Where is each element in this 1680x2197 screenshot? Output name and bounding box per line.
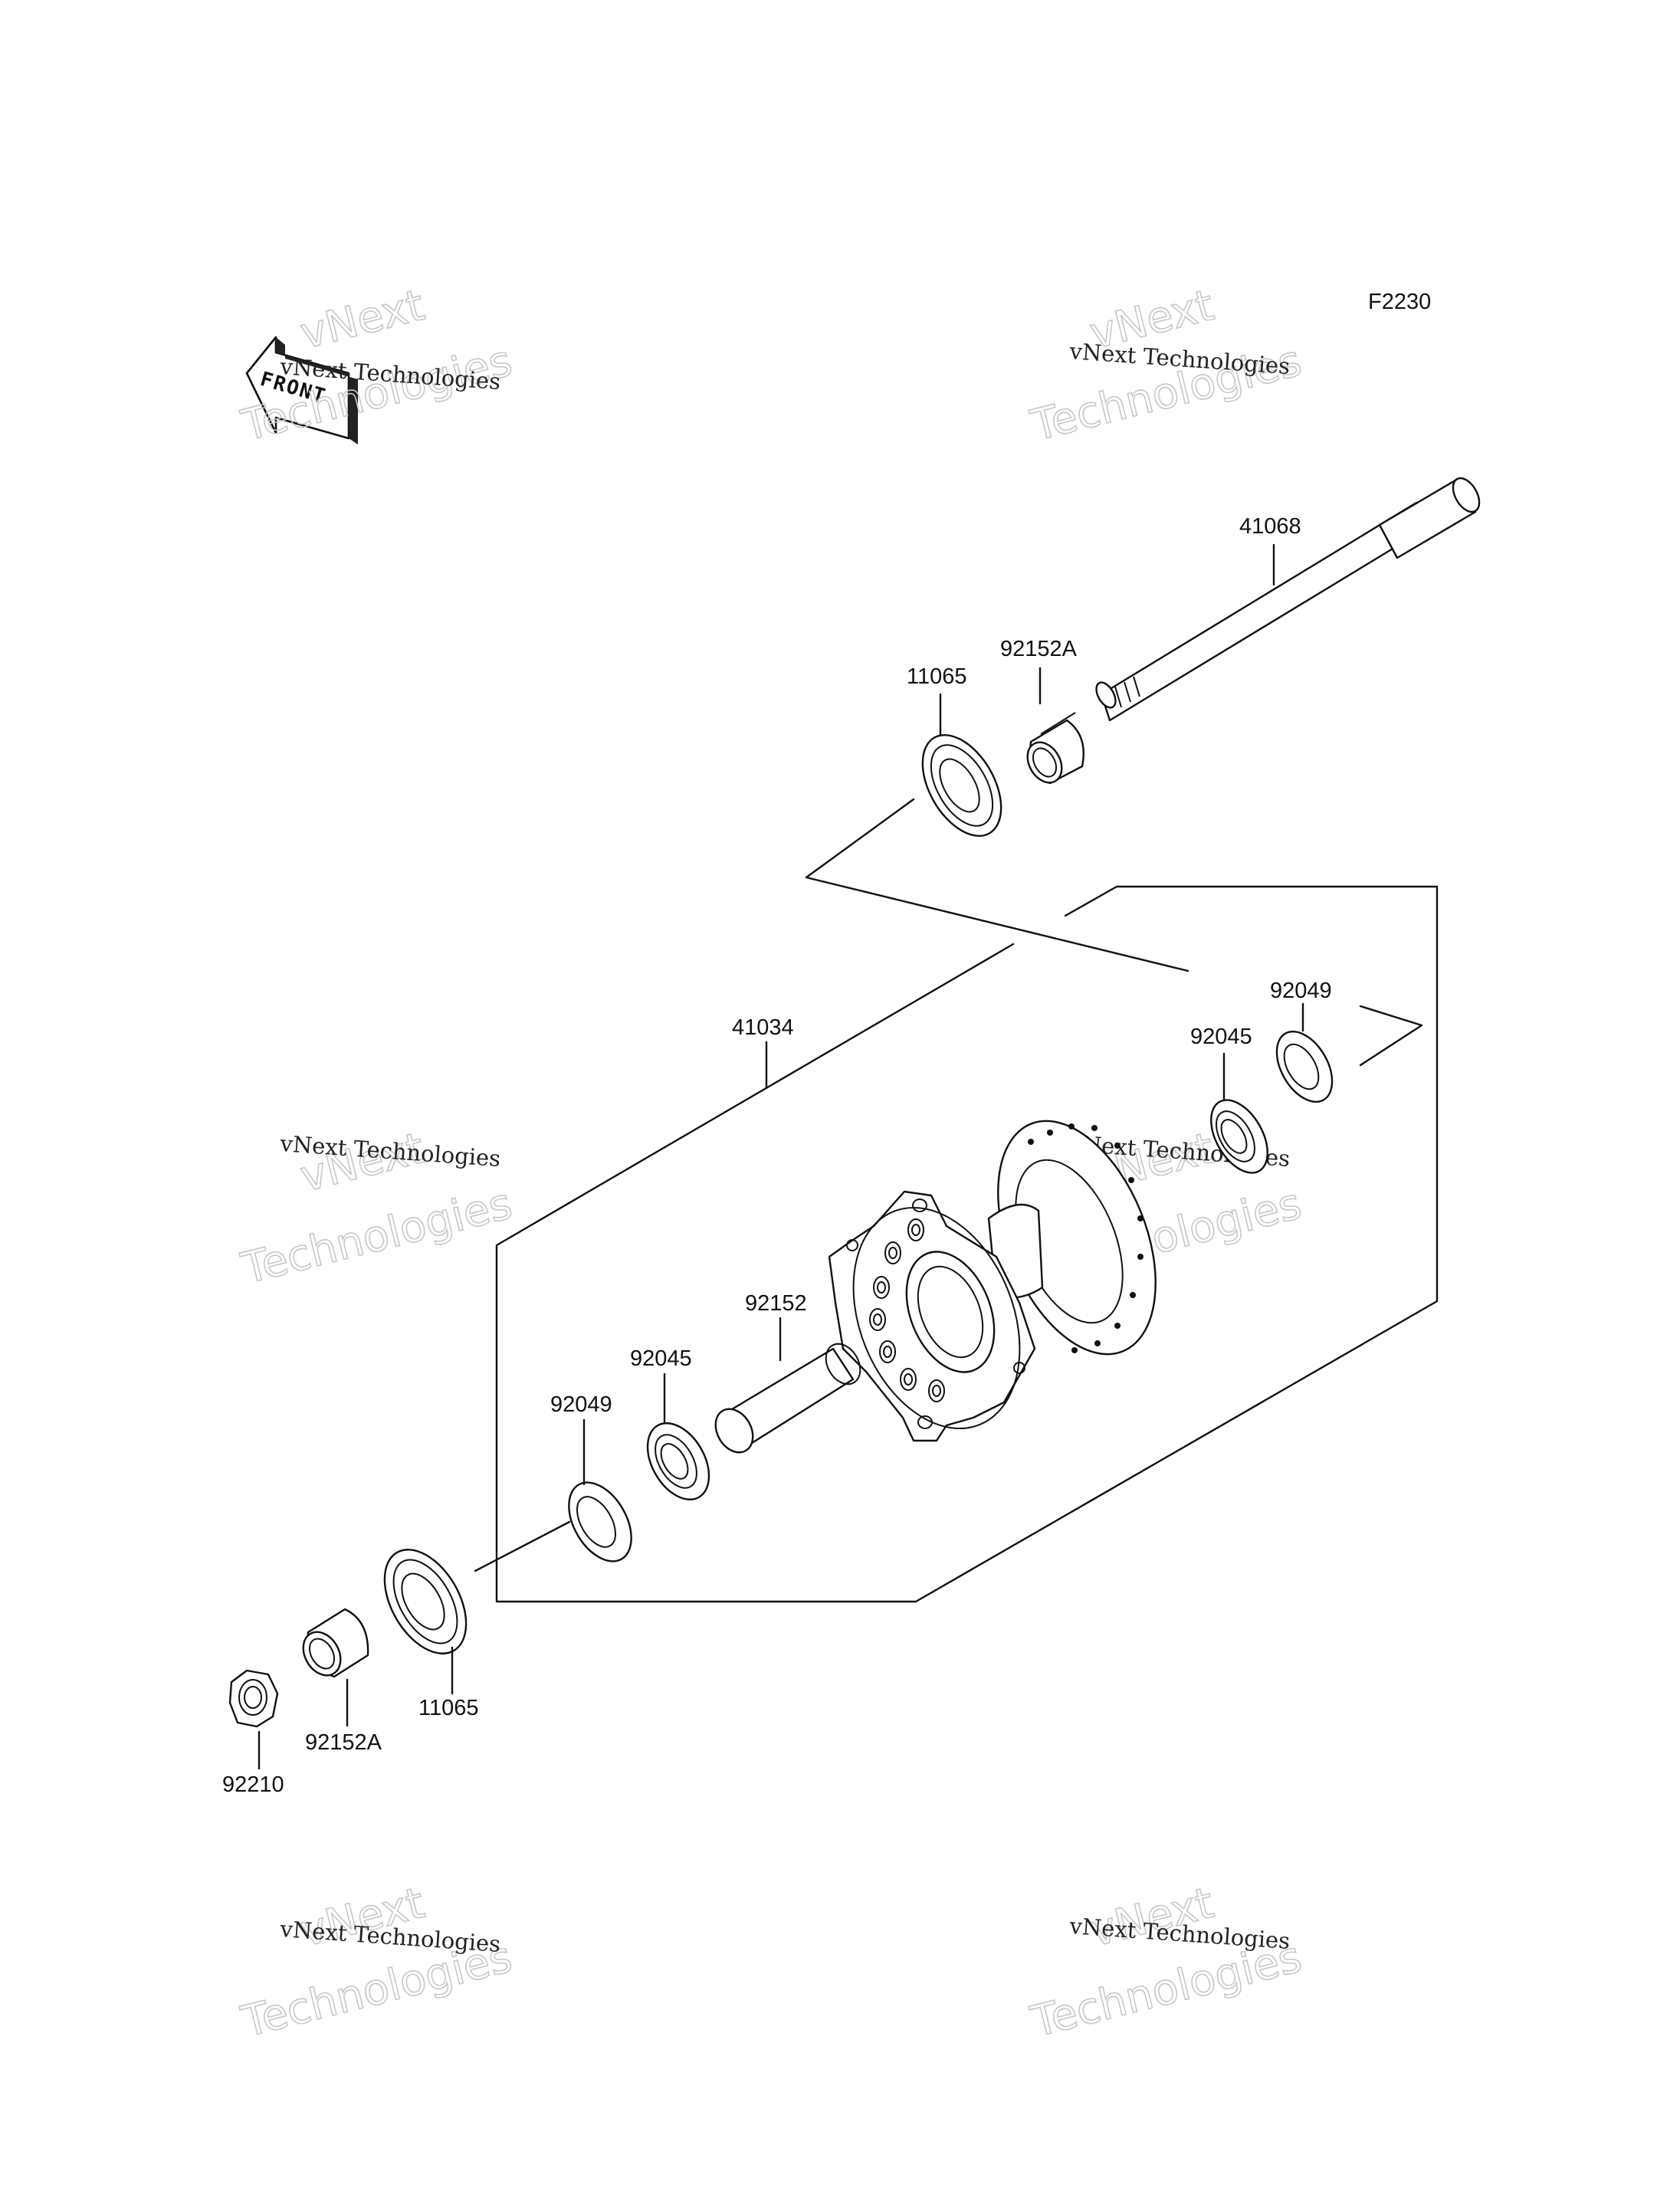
watermark-mid-left: vNext Technologies vNext Technologies bbox=[236, 1123, 517, 1294]
label-bearing-left: 92045 bbox=[630, 1346, 692, 1371]
label-seal-left: 92049 bbox=[550, 1392, 612, 1417]
label-cover-lower: 11065 bbox=[418, 1696, 479, 1720]
cover-lower-part bbox=[383, 1549, 468, 1654]
label-collar-lower: 92152A bbox=[305, 1730, 382, 1755]
label-collar-upper: 92152A bbox=[1000, 637, 1078, 661]
collar-lower-part bbox=[302, 1608, 369, 1678]
bearing-left-part bbox=[646, 1422, 710, 1500]
front-arrow-icon: FRONT bbox=[245, 336, 358, 444]
watermark-bottom-left: vNext Technologies vNext Technologies bbox=[236, 1877, 517, 2048]
label-axle: 41068 bbox=[1239, 514, 1301, 539]
hub-part bbox=[828, 1120, 1157, 1442]
label-nut: 92210 bbox=[222, 1772, 284, 1797]
nut-part bbox=[228, 1669, 279, 1728]
seal-left-part bbox=[568, 1481, 632, 1562]
reference-line-upper bbox=[805, 798, 1189, 972]
diagram-code: F2230 bbox=[1368, 290, 1431, 314]
axle-part bbox=[1095, 477, 1481, 722]
watermark-bottom-right: vNext Technologies vNext Technologies bbox=[1025, 1877, 1307, 2048]
label-cover-upper: 11065 bbox=[907, 664, 967, 689]
collar-upper-part bbox=[1026, 712, 1084, 785]
label-hub: 41034 bbox=[732, 1015, 794, 1040]
reference-line-seal bbox=[1359, 1005, 1423, 1067]
label-seal-right: 92049 bbox=[1270, 979, 1332, 1003]
reference-line-lower bbox=[474, 1520, 571, 1572]
spacer-part bbox=[714, 1343, 861, 1454]
cover-upper-part bbox=[921, 734, 1002, 837]
watermark-large-2: Technologies bbox=[237, 1179, 517, 1294]
hub-assembly-frame bbox=[495, 885, 1439, 1603]
label-spacer: 92152 bbox=[745, 1291, 807, 1316]
bearing-right-part bbox=[1210, 1099, 1268, 1174]
watermark-large-1: vNext bbox=[296, 280, 429, 359]
label-bearing-right: 92045 bbox=[1190, 1025, 1252, 1049]
watermark-top-right: vNext Technologies vNext Technologies bbox=[1025, 280, 1307, 451]
leader-lines bbox=[258, 543, 1304, 1770]
seal-right-part bbox=[1275, 1030, 1334, 1103]
